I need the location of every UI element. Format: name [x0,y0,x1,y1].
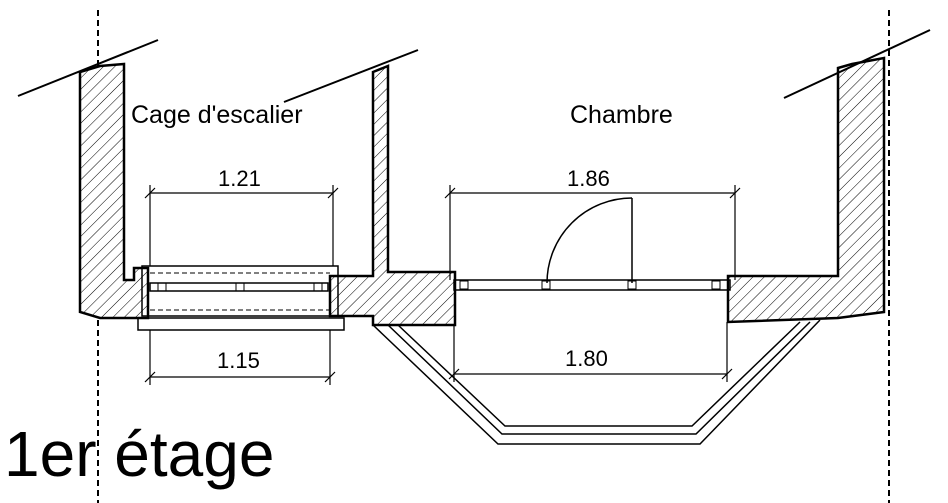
bedroom-top-dimension: 1.86 [567,166,610,191]
bay-window [372,319,821,445]
stair-window [137,265,345,331]
bedroom-window [453,197,731,291]
left-wall [17,39,159,320]
stair-bottom-dimension: 1.15 [217,348,260,373]
bedroom-bottom-dimension: 1.80 [565,346,608,371]
right-wall [726,29,931,324]
stair-top-dimension: 1.21 [218,166,261,191]
stair-room-label: Cage d'escalier [131,101,303,129]
bedroom-room-label: Chambre [570,101,673,129]
floor-title: 1er étage [4,418,275,490]
dimension-lines [144,185,741,385]
